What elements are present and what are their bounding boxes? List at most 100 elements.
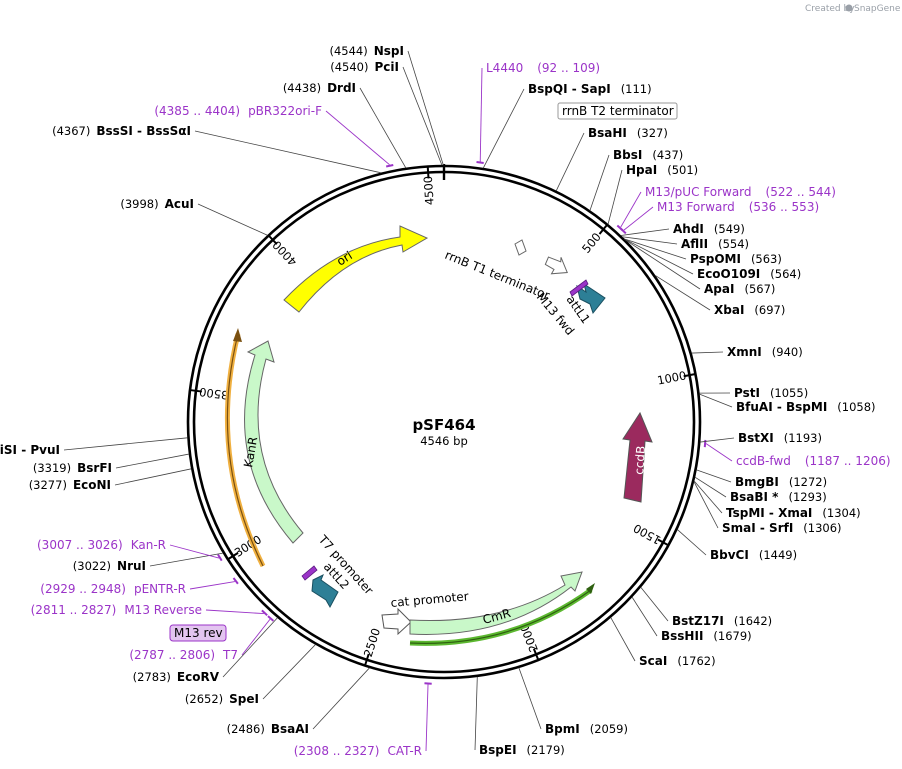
enzyme-site[interactable]: BpmI(2059) xyxy=(545,722,628,736)
enzyme-name: EcoO109I xyxy=(697,267,760,281)
credit-brand: SnapGene xyxy=(854,4,901,14)
attl1-feature[interactable] xyxy=(576,282,606,315)
primer-mark xyxy=(703,439,707,448)
enzyme-position: (1193) xyxy=(784,431,822,445)
enzyme-site[interactable]: DrdI(4438) xyxy=(283,81,356,95)
enzyme-position: (3319) xyxy=(33,461,71,475)
enzyme-name: AflII xyxy=(681,237,708,251)
enzyme-site[interactable]: BssSI - BssSαI(4367) xyxy=(52,124,191,138)
enzyme-connector xyxy=(482,88,525,169)
enzyme-site[interactable]: BssHII(1679) xyxy=(661,629,752,643)
enzyme-site[interactable]: AflII (554) xyxy=(681,237,749,251)
enzyme-name: PspOMI xyxy=(690,252,741,266)
enzyme-position: (3277) xyxy=(29,478,67,492)
enzyme-position: (567) xyxy=(744,282,775,296)
kanr-label: KanR xyxy=(241,436,260,469)
enzyme-site[interactable]: PstI(1055) xyxy=(734,386,808,400)
enzyme-position: (1272) xyxy=(789,475,827,489)
enzyme-site[interactable]: BstZ17I(1642) xyxy=(672,614,772,628)
primer-site[interactable]: T7(2787 .. 2806) xyxy=(129,648,238,662)
enzyme-connector xyxy=(607,169,623,225)
enzyme-site[interactable]: EcoRV(2783) xyxy=(133,670,220,684)
enzyme-site[interactable]: BsaAI(2486) xyxy=(227,722,309,736)
enzyme-site[interactable]: PciI(4540) xyxy=(330,60,399,74)
primer-name: ccdB-fwd xyxy=(736,454,791,468)
primer-site[interactable]: L4440(92 .. 109) xyxy=(486,61,600,75)
primer-connector xyxy=(325,110,390,166)
enzyme-position: (437) xyxy=(652,148,683,162)
primer-site[interactable]: ccdB-fwd(1187 .. 1206) xyxy=(736,454,891,468)
enzyme-connector xyxy=(359,87,407,169)
enzyme-site[interactable]: ScaI(1762) xyxy=(639,654,716,668)
enzyme-name: BsaBI * xyxy=(730,490,779,504)
rrnb-t1-feature[interactable] xyxy=(542,252,572,280)
rrnb-t2-feature[interactable] xyxy=(514,239,527,256)
enzyme-site[interactable]: HpaI(501) xyxy=(626,163,698,177)
primer-site[interactable]: M13 Forward(536 .. 553) xyxy=(657,200,819,214)
enzyme-site[interactable]: EcoNI(3277) xyxy=(29,478,111,492)
primer-name: pBR322ori-F xyxy=(248,104,322,118)
primer-range: (522 .. 544) xyxy=(766,185,836,199)
attl2-feature[interactable] xyxy=(311,573,339,609)
m13-rev-box xyxy=(169,624,227,642)
enzyme-site[interactable]: XmnI(940) xyxy=(727,345,803,359)
ruler-tick-label: 2500 xyxy=(361,626,383,658)
enzyme-position: (2059) xyxy=(590,722,628,736)
primer-range: (536 .. 553) xyxy=(749,200,819,214)
enzyme-name: XmnI xyxy=(727,345,762,359)
enzyme-position: (554) xyxy=(718,237,749,251)
enzyme-name: BstXI xyxy=(738,431,774,445)
enzyme-site[interactable]: PspOMI(563) xyxy=(690,252,782,266)
primer-site[interactable]: Kan-R(3007 .. 3026) xyxy=(37,538,166,552)
enzyme-position: (697) xyxy=(754,303,785,317)
primer-range: (2787 .. 2806) xyxy=(129,648,215,662)
ori-feature[interactable] xyxy=(283,225,429,313)
enzyme-site[interactable]: SmaI - SrfI(1306) xyxy=(722,521,842,535)
cmr-feature[interactable] xyxy=(409,571,583,635)
primer-connector xyxy=(705,443,733,462)
primer-range: (2929 .. 2948) xyxy=(40,582,126,596)
cat-promoter-feature[interactable] xyxy=(381,607,412,636)
primer-site[interactable]: M13/pUC Forward(522 .. 544) xyxy=(645,185,836,199)
ccdb-feature[interactable] xyxy=(622,411,653,503)
enzyme-site[interactable]: XbaI(697) xyxy=(714,303,785,317)
enzyme-site[interactable]: BfuAI - BspMI(1058) xyxy=(736,400,876,414)
m13-rev-callout: M13 rev xyxy=(169,624,227,642)
enzyme-name: TspMI - XmaI xyxy=(726,506,812,520)
enzyme-name: PciI xyxy=(375,60,400,74)
enzyme-site[interactable]: BsrFI(3319) xyxy=(33,461,112,475)
primer-site[interactable]: pENTR-R(2929 .. 2948) xyxy=(40,582,186,596)
primer-site[interactable]: pBR322ori-F(4385 .. 4404) xyxy=(154,104,322,118)
enzyme-site[interactable]: BsaBI *(1293) xyxy=(730,490,827,504)
enzyme-site[interactable]: BbvCI(1449) xyxy=(710,548,797,562)
kanr-feature[interactable] xyxy=(244,340,304,544)
enzyme-site[interactable]: SpeI(2652) xyxy=(185,692,259,706)
cmr-band-arrowhead xyxy=(586,583,595,594)
enzyme-name: BspQI - SapI xyxy=(528,82,611,96)
enzyme-site[interactable]: TspMI - XmaI(1304) xyxy=(726,506,861,520)
enzyme-site[interactable]: AcuI(3998) xyxy=(120,197,194,211)
enzyme-name: SpeI xyxy=(229,692,259,706)
primer-site[interactable]: CAT-R(2308 .. 2327) xyxy=(294,744,422,758)
enzyme-site[interactable]: NruI(3022) xyxy=(73,559,146,573)
primer-site[interactable]: M13 Reverse(2811 .. 2827) xyxy=(31,603,202,617)
enzyme-site[interactable]: AhdI(549) xyxy=(673,222,745,236)
ruler-tick xyxy=(189,389,203,393)
enzyme-site[interactable]: BmgBI(1272) xyxy=(735,475,827,489)
enzyme-site[interactable]: BspEI(2179) xyxy=(479,743,565,757)
credit-text: Created by xyxy=(805,4,855,14)
enzyme-site[interactable]: BbsI(437) xyxy=(613,148,683,162)
primer-connector xyxy=(479,67,483,162)
enzyme-site[interactable]: BsaHI(327) xyxy=(588,126,668,140)
enzyme-site[interactable]: AsiSI - PvuI(3365) xyxy=(0,443,60,457)
enzyme-site[interactable]: ApaI(567) xyxy=(704,282,775,296)
enzyme-site[interactable]: BspQI - SapI(111) xyxy=(528,82,652,96)
primer-mark xyxy=(261,609,268,617)
enzyme-name: BstZ17I xyxy=(672,614,724,628)
enzyme-site[interactable]: BstXI (1193) xyxy=(738,431,822,445)
enzyme-connector xyxy=(222,617,278,678)
primer-name: Kan-R xyxy=(131,538,166,552)
enzyme-site[interactable]: NspI(4544) xyxy=(330,44,405,58)
enzyme-site[interactable]: EcoO109I(564) xyxy=(697,267,801,281)
